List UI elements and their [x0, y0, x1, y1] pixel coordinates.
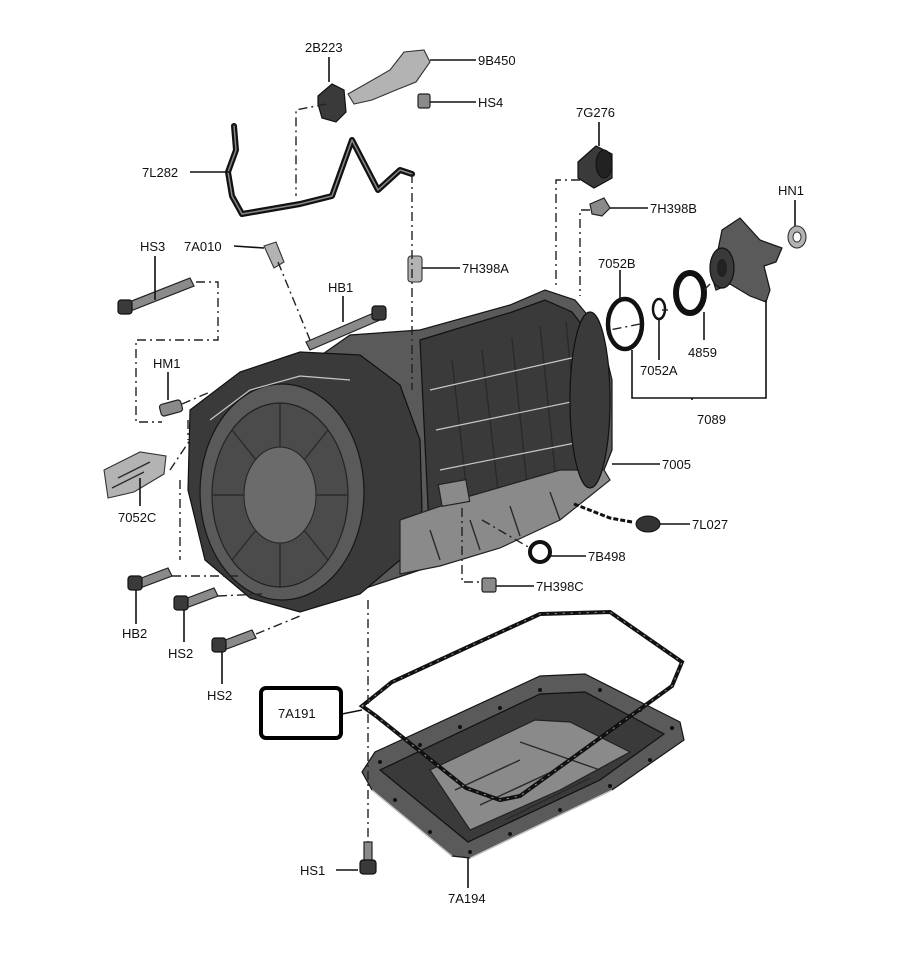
label-7G276: 7G276 [576, 105, 615, 120]
sensor-7G276 [577, 145, 613, 189]
stud-HM1 [158, 399, 184, 417]
seal-7B498 [528, 540, 552, 564]
leader-lines [135, 57, 796, 888]
oil-pan-7A194 [361, 673, 685, 859]
label-HS1: HS1 [300, 863, 325, 878]
pan-gasket-7A191 [358, 609, 685, 803]
label-HS3: HS3 [140, 239, 165, 254]
label-7H398C: 7H398C [536, 579, 584, 594]
nut-HN1 [787, 225, 807, 249]
alignment-lines [135, 103, 711, 842]
label-HM1: HM1 [153, 356, 180, 371]
oring-7052B [605, 296, 645, 352]
label-HS2-lower: HS2 [207, 688, 232, 703]
bracket-9B450 [347, 49, 431, 105]
label-7H398A: 7H398A [462, 261, 509, 276]
label-4859: 4859 [688, 345, 717, 360]
bolt-HS1 [359, 841, 377, 875]
label-7005: 7005 [662, 457, 691, 472]
label-HB1: HB1 [328, 280, 353, 295]
bolt-HS4 [417, 93, 431, 109]
fitting-7A010 [263, 241, 285, 269]
sensor-2B223 [317, 83, 347, 123]
label-7B498: 7B498 [588, 549, 626, 564]
tube-7L282 [225, 123, 415, 217]
bolt-HB1 [305, 305, 387, 351]
transmission-case-7005 [187, 289, 613, 613]
label-7052C: 7052C [118, 510, 156, 525]
seal-4859 [673, 270, 707, 316]
label-9B450: 9B450 [478, 53, 516, 68]
label-HS2-upper: HS2 [168, 646, 193, 661]
label-7L282: 7L282 [142, 165, 178, 180]
label-HS4: HS4 [478, 95, 503, 110]
label-HB2: HB2 [122, 626, 147, 641]
extension-housing-7089 [709, 217, 783, 303]
bolt-HS2-upper [173, 587, 219, 611]
connector-7H398A [407, 255, 423, 283]
highlight-box-7A191 [259, 686, 343, 740]
bracket-7052C [103, 451, 167, 499]
label-7052A: 7052A [640, 363, 678, 378]
label-7089: 7089 [697, 412, 726, 427]
bolt-HS2-lower [211, 629, 257, 653]
label-7L027: 7L027 [692, 517, 728, 532]
label-7H398B: 7H398B [650, 201, 697, 216]
bolt-HS3 [117, 277, 195, 315]
bolt-HB2 [127, 567, 173, 591]
label-2B223: 2B223 [305, 40, 343, 55]
part-labels: 2B223 9B450 HS4 7G276 7L282 7H398B HN1 H… [118, 40, 804, 906]
label-7052B: 7052B [598, 256, 636, 271]
label-HN1: HN1 [778, 183, 804, 198]
label-7A191: 7A191 [278, 706, 316, 721]
ring-7052A [651, 297, 667, 321]
pipe-7L027 [573, 502, 661, 533]
plug-7H398C [481, 577, 497, 593]
label-7A194: 7A194 [448, 891, 486, 906]
plug-7H398B [589, 197, 611, 217]
label-7A010: 7A010 [184, 239, 222, 254]
